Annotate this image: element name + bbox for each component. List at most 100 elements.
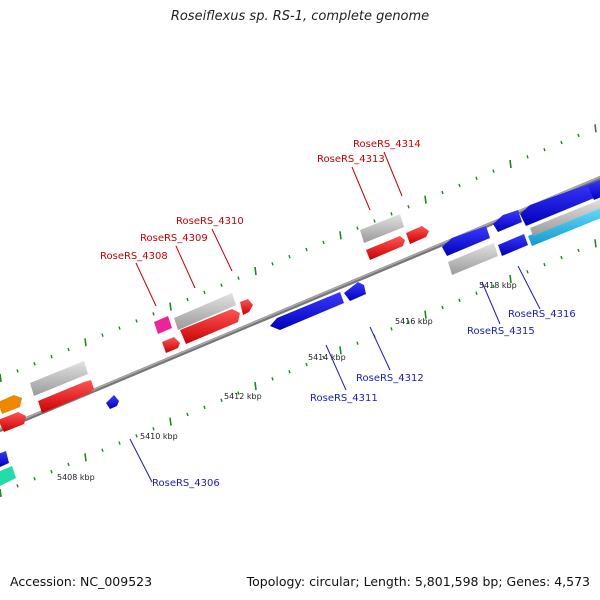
scale-tick [305,247,308,252]
scale-tick [271,377,274,381]
upper-strand-features [0,214,429,432]
scale-tick [0,488,2,498]
scale-tick [118,326,121,330]
scale-tick [594,124,597,133]
scale-tick [169,302,172,311]
scale-tick [152,427,155,431]
gene-label: RoseRS_4306 [152,478,220,489]
scale-tick [0,373,2,383]
gene-blue-arrow [442,226,490,256]
scale-tick [390,212,393,216]
gene-label: RoseRS_4312 [356,373,424,384]
gene-label: RoseRS_4314 [353,139,421,150]
gene-gray-box [360,214,404,243]
scale-tick [101,333,104,337]
scale-tick [424,310,427,319]
scale-tick [577,248,580,253]
gene-label: RoseRS_4316 [508,309,576,320]
scale-tick [203,405,206,410]
scale-tick [237,276,240,280]
genome-summary-text: Topology: circular; Length: 5,801,598 bp… [246,574,590,589]
scale-label: 5412 kbp [224,392,262,401]
gene-gray-box [30,361,88,396]
scale-tick [424,195,427,204]
gene-gray-box [448,243,498,275]
scale-tick [33,477,36,481]
scale-tick [305,362,308,367]
scale-tick [509,274,512,284]
scale-ticks-upper [0,124,597,383]
scale-label: 5414 kbp [308,353,346,362]
scale-tick [203,290,206,295]
gene-blue-arrow [270,292,344,330]
gene-red-arrow [162,337,180,353]
scale-tick [458,298,461,303]
gene-teal [0,466,16,486]
gene-label: RoseRS_4311 [310,393,378,404]
scale-tick [169,417,172,426]
scale-tick [220,283,223,287]
callout-lines [129,151,541,483]
scale-tick [458,183,461,188]
gene-blue-arrow [344,282,366,301]
scale-tick [322,355,325,360]
gene-blue-arrow [493,210,522,232]
scale-tick [152,312,155,316]
scale-tick [407,320,410,324]
scale-ticks-lower [0,239,597,498]
scale-tick [475,291,478,295]
gene-red-arrow [38,380,94,413]
scale-tick [84,453,87,462]
scale-tick [339,346,342,355]
gene-red-arrow [180,309,240,344]
scale-tick [322,240,325,245]
scale-tick [50,354,53,359]
scale-tick [526,155,529,159]
scale-tick [16,369,19,373]
gene-red-arrow [366,236,405,260]
gene-red-arrow [0,412,26,432]
scale-tick [254,381,257,391]
scale-label: 5408 kbp [57,473,95,482]
scale-tick [288,254,291,259]
scale-tick [543,262,546,267]
gene-orange [0,395,22,414]
gene-gray-box [174,293,236,330]
gene-blue-arrow [0,451,9,467]
scale-tick [441,190,444,195]
scale-tick [356,341,359,345]
scale-tick [577,133,580,138]
scale-tick [475,176,478,180]
gene-cyan [528,207,600,246]
gene-label: RoseRS_4313 [317,154,385,165]
accession-text: Accession: NC_009523 [10,574,153,589]
gene-magenta [154,316,172,334]
scale-tick [373,219,376,223]
scale-tick [67,347,70,352]
scale-tick [237,391,240,395]
scale-tick [118,441,121,445]
scale-tick [254,266,257,276]
scale-tick [84,338,87,347]
scale-tick [16,484,19,488]
scale-tick [220,398,223,402]
gene-blue-arrow [520,180,600,226]
scale-tick [288,369,291,374]
scale-tick [135,319,138,323]
scale-tick [33,362,36,366]
scale-label: 5418 kbp [479,281,517,290]
gene-label: RoseRS_4310 [176,216,244,227]
scale-tick [186,412,189,417]
gene-red-arrow [240,299,253,315]
scale-tick [560,255,563,260]
scale-tick [594,239,597,248]
scale-tick [135,434,138,438]
scale-tick [101,448,104,452]
gene-gray-box [530,199,600,236]
gene-label: RoseRS_4309 [140,233,208,244]
gene-red-arrow [406,226,429,244]
scale-tick [509,159,512,169]
scale-tick [271,262,274,266]
scale-tick [67,462,70,467]
